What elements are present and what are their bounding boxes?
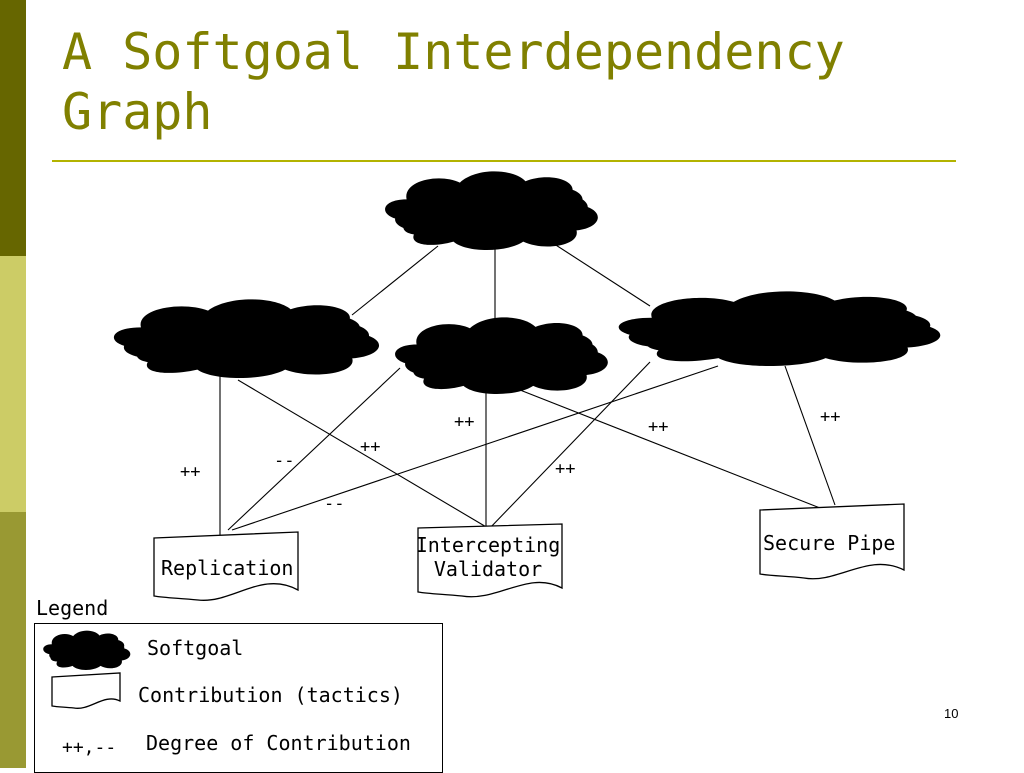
tactic-intercepting-validator-label: Intercepting Validator bbox=[415, 533, 561, 581]
legend-title: Legend bbox=[36, 596, 109, 620]
title-underline bbox=[52, 160, 956, 162]
edge-confidentiality-replication bbox=[231, 365, 719, 531]
edge-integrity-securepipe bbox=[519, 389, 821, 509]
softgoal-confidentiality-label: Confidentiality bbox=[672, 311, 853, 335]
slide-title: A Softgoal Interdependency Graph bbox=[62, 23, 845, 141]
edge-confidentiality-securepipe bbox=[784, 365, 836, 506]
edge-security-confidentiality bbox=[544, 237, 651, 307]
softgoal-security-label: Security bbox=[429, 192, 526, 216]
legend-degree-symbol: ++,-- bbox=[62, 737, 117, 758]
sidebar-segment-dark bbox=[0, 0, 26, 256]
legend-degree-label: Degree of Contribution bbox=[146, 731, 411, 755]
contribution-confidentiality-secure-pipe: ++ bbox=[820, 407, 841, 427]
tactic-replication-label: Replication bbox=[161, 556, 294, 580]
sidebar-segment-light bbox=[0, 256, 26, 512]
legend-softgoal-label: Softgoal bbox=[147, 636, 244, 660]
edge-availability-validator bbox=[237, 379, 489, 529]
tactic-secure-pipe-label: Secure Pipe bbox=[763, 531, 896, 555]
doc-secure-pipe bbox=[759, 503, 905, 580]
sidebar-segment-mid bbox=[0, 512, 26, 768]
sidebar-decoration bbox=[0, 0, 26, 768]
contribution-confidentiality-replication: -- bbox=[324, 494, 345, 514]
edge-group bbox=[219, 237, 836, 536]
page-number: 10 bbox=[944, 706, 959, 721]
edge-integrity-replication bbox=[227, 367, 401, 531]
legend-contribution-label: Contribution (tactics) bbox=[138, 683, 403, 707]
contribution-integrity-replication: -- bbox=[274, 451, 295, 471]
legend-document-icon bbox=[51, 672, 121, 709]
doc-intercepting-validator bbox=[417, 523, 563, 598]
doc-replication bbox=[153, 531, 299, 601]
contribution-availability-replication: ++ bbox=[180, 462, 201, 482]
edge-confidentiality-validator bbox=[487, 361, 651, 531]
contribution-integrity-secure-pipe: ++ bbox=[648, 417, 669, 437]
contribution-availability-validator: ++ bbox=[360, 437, 381, 457]
contribution-confidentiality-validator: ++ bbox=[555, 459, 576, 479]
contribution-integrity-validator: ++ bbox=[454, 412, 475, 432]
softgoal-availability-label: Availability bbox=[164, 319, 309, 343]
edge-security-availability bbox=[351, 245, 439, 316]
softgoal-integrity-label: Integrity bbox=[432, 337, 541, 361]
